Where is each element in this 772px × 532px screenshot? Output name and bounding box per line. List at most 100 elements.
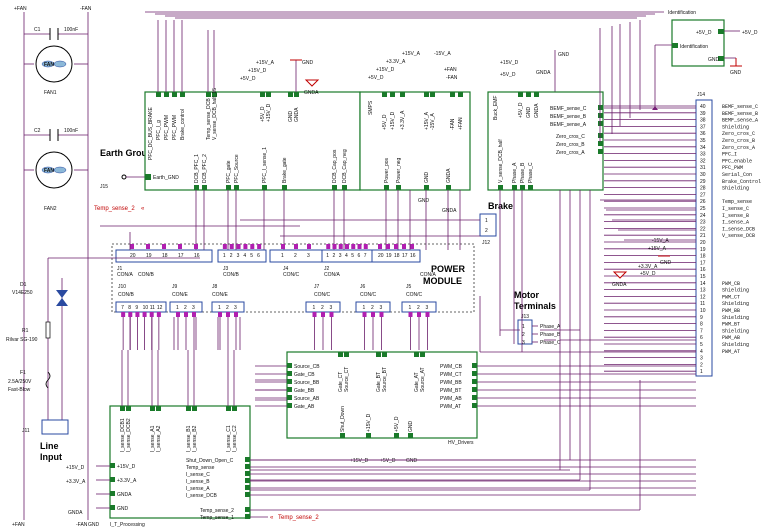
fan1-label: FAN bbox=[44, 62, 54, 68]
itp-left-pin-3: GND bbox=[117, 506, 129, 512]
itp-top-pin-4: I_sense_B1 bbox=[186, 425, 192, 452]
j11-box bbox=[41, 419, 69, 435]
j14-pin-25: 25 bbox=[700, 206, 706, 212]
hv-right-pin-3: PWM_BT bbox=[440, 388, 461, 394]
pm-bottom-0-pin-3: 10 bbox=[143, 305, 149, 311]
j14-signal-33: PFC_I bbox=[722, 152, 737, 158]
smps-pwr-label-1: +3.3V_A bbox=[386, 59, 406, 65]
smps-bottom-pin-2: GND bbox=[424, 172, 430, 184]
pm-top-name-2: CON/C bbox=[283, 272, 300, 278]
itp-right-pin-4: I_sense_A bbox=[186, 486, 210, 492]
itp-pwr-label-0: +15V_D bbox=[66, 465, 85, 471]
pfc-pin2-1: V_sense_DCB_half_15 bbox=[212, 88, 218, 140]
r1-value: Rilvar SG-190 bbox=[6, 337, 38, 343]
j14-signal-14: PWM_CB bbox=[722, 281, 740, 287]
hv-bottom-pin-0: Shut_Down bbox=[340, 406, 346, 432]
j14-pin-21: 21 bbox=[700, 233, 706, 239]
pm-top-1-pin-4: 5 bbox=[250, 253, 253, 259]
itp-box bbox=[109, 405, 251, 519]
buck-bottom-pin-0: V_sense_DCB_half bbox=[498, 139, 504, 183]
pm-bottom-name-5: CON/C bbox=[406, 292, 423, 298]
j14-pin-31: 31 bbox=[700, 165, 706, 171]
j14-gnda: GNDA bbox=[612, 282, 627, 288]
hv-left-pin-3: Gate_BB bbox=[294, 388, 315, 394]
buck-pwr-label-1: +5V_D bbox=[500, 72, 516, 78]
j14-signal-26: Temp_sense bbox=[722, 199, 752, 205]
fan2-label: FAN bbox=[44, 168, 54, 174]
motor-phase-2: Phase_C bbox=[540, 340, 561, 346]
earth-terminal-icon bbox=[121, 174, 127, 180]
buck-zero-2: Zero_cros_A bbox=[556, 150, 585, 156]
pm-bottom-5-pin-2: 3 bbox=[426, 305, 429, 311]
line-title-2: Input bbox=[40, 452, 62, 462]
hv-top-pin-0: Gate_CT bbox=[338, 372, 344, 392]
pm-top-extra-name-0: CON/B bbox=[138, 272, 155, 278]
pm-bottom-3-pin-0: 1 bbox=[313, 305, 316, 311]
hv-pwr-label-1: +5V_D bbox=[380, 458, 396, 464]
smps-pwr-label-2: +15V_D bbox=[376, 67, 395, 73]
power-module-title-2: MODULE bbox=[423, 276, 462, 286]
smps-block: SMPS +5V_D+15V_D+3.3V_A+15V_A-15V_A-FAN+… bbox=[359, 50, 556, 250]
buck-pwr-label-0: +15V_D bbox=[500, 60, 519, 66]
smps-pin-1: +15V_D bbox=[390, 111, 396, 130]
pm-top-ref-0: J1 bbox=[117, 266, 123, 272]
buck-bemf-2: BEMF_sense_A bbox=[550, 122, 587, 128]
ident-gnd-label: GND bbox=[730, 70, 742, 76]
pfc-pwr-label-2: +5V_D bbox=[240, 76, 256, 82]
hv-pwr-label-0: +15V_D bbox=[350, 458, 369, 464]
buck-gnd-label: GND bbox=[558, 52, 570, 58]
motor-title-2: Terminals bbox=[514, 301, 556, 311]
j14-pin-5: 5 bbox=[700, 342, 703, 348]
fan-neg-label-bottom: -FAN bbox=[76, 522, 88, 528]
pm-top-name-0: CON/A bbox=[117, 272, 134, 278]
j14-pin-23: 23 bbox=[700, 220, 706, 226]
pm-top-2-pin-1: 2 bbox=[294, 253, 297, 259]
pm-bottom-2-pin-1: 2 bbox=[226, 305, 229, 311]
pfc-pwr-pin-1: +15V_D bbox=[266, 103, 272, 122]
j14-signal-7: Shielding bbox=[722, 328, 749, 334]
pfc-bottom-pin-6: DCB_Cap_pos bbox=[332, 149, 338, 183]
j14-pin-36: 36 bbox=[700, 131, 706, 137]
hv-drivers-block: HV_Drivers Source_CBGate_CBSource_BBGate… bbox=[255, 351, 696, 464]
j14-pin-8: 8 bbox=[700, 322, 703, 328]
buck-zero-0: Zero_cros_C bbox=[556, 134, 585, 140]
pfc-bottom-pin-7: DCB_Cap_neg bbox=[342, 149, 348, 183]
pm-top-4-pin-2: 18 bbox=[394, 253, 400, 259]
j14-pin-30: 30 bbox=[700, 172, 706, 178]
j14-pin-9: 9 bbox=[700, 315, 703, 321]
itp-right-bottom-1: Temp_sense_1 bbox=[200, 515, 234, 521]
buck-header: Buck_EMF bbox=[493, 96, 499, 120]
smps-pwr-label-5: +FAN bbox=[444, 67, 457, 73]
brake-pin2: 2 bbox=[485, 228, 488, 234]
pm-top-1-pin-5: 6 bbox=[257, 253, 260, 259]
ident-pin1: +5V_D bbox=[696, 30, 712, 36]
j14-pin-34: 34 bbox=[700, 145, 706, 151]
itp-top-pin-1: I_sense_DCB2 bbox=[126, 418, 132, 452]
j14-pin-4: 4 bbox=[700, 349, 703, 355]
pm-top-1-pin-3: 4 bbox=[243, 253, 246, 259]
smps-pwr-label-0: +15V_A bbox=[402, 51, 421, 57]
pm-top-ref-3: J2 bbox=[324, 266, 330, 272]
j14-pin-35: 35 bbox=[700, 138, 706, 144]
pfc-top-pin-1: PFC_PWM bbox=[164, 115, 170, 140]
pm-top-3-pin-3: 4 bbox=[345, 253, 348, 259]
smps-bottom-pin-0: Power_pos bbox=[384, 157, 390, 183]
pfc-top-pin-2: PFC_PWM bbox=[172, 115, 178, 140]
j14-pin-37: 37 bbox=[700, 124, 706, 130]
j14-signal-11: Shielding bbox=[722, 301, 749, 307]
j14-signal-4: PWM_AT bbox=[722, 349, 740, 355]
smps-bottom-pin-3: GNDA bbox=[446, 168, 452, 183]
j14-pin-15: 15 bbox=[700, 274, 706, 280]
j14-pin-3: 3 bbox=[700, 356, 703, 362]
buck-bottom-pin-1: Phase_A bbox=[512, 162, 518, 183]
itp-right-pin-3: I_sense_B bbox=[186, 479, 210, 485]
pm-bottom-ref-5: J5 bbox=[406, 284, 412, 290]
hv-left-pin-4: Source_AB bbox=[294, 396, 320, 402]
brake-connector: Brake 1 2 J12 bbox=[479, 201, 513, 246]
pm-bottom-4-pin-1: 2 bbox=[371, 305, 374, 311]
j14-gnd: GND bbox=[660, 260, 672, 266]
hv-left-pin-5: Gate_AB bbox=[294, 404, 315, 410]
